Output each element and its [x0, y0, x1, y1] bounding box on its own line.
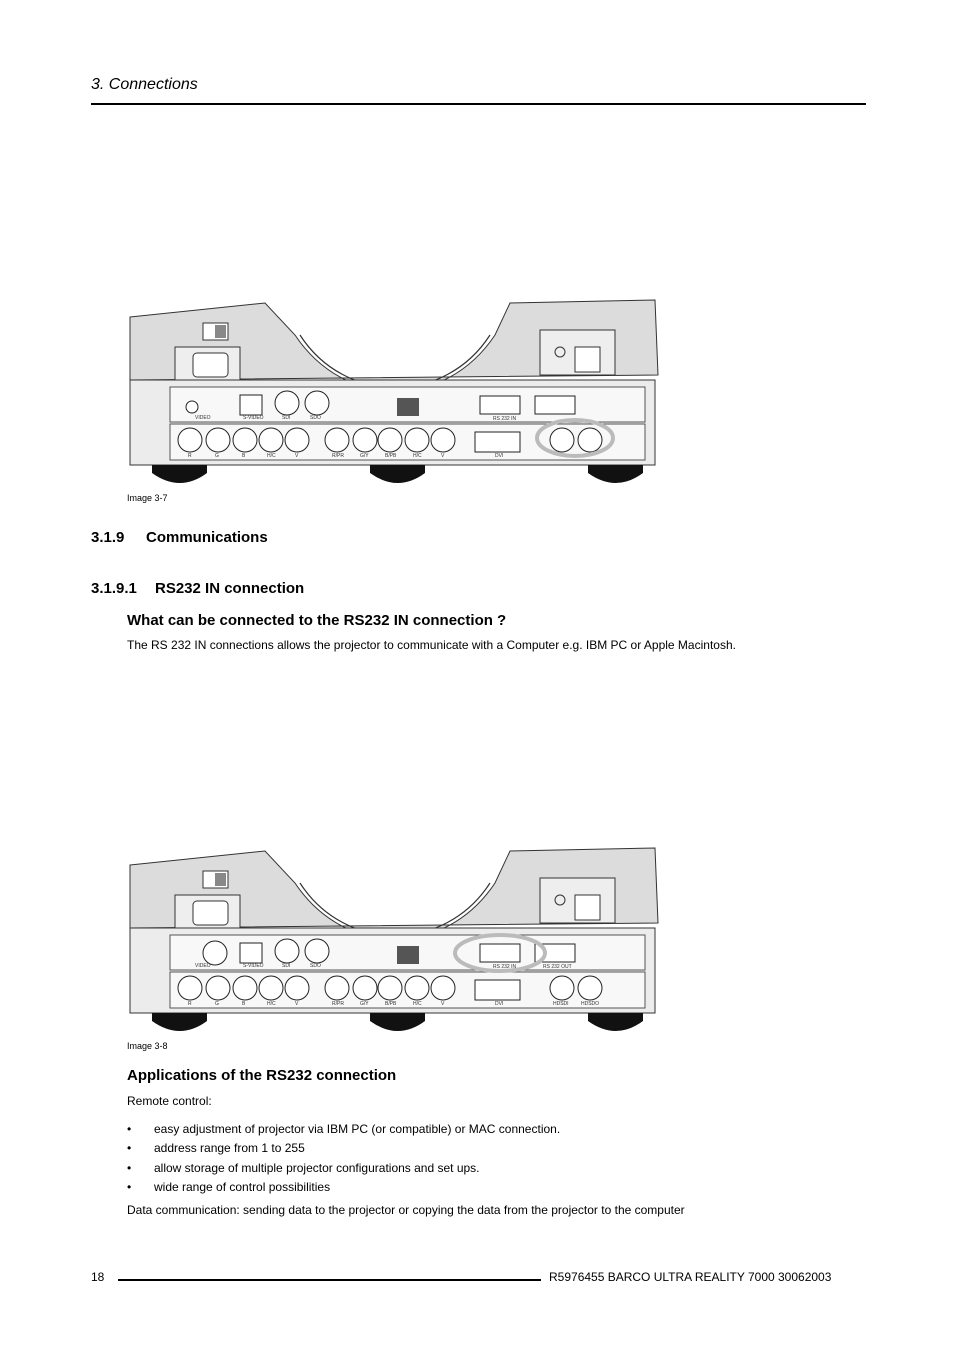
subsection-title: RS232 IN connection [155, 580, 305, 597]
list-item: • address range from 1 to 255 [127, 1140, 560, 1159]
data-communication-paragraph: Data communication: sending data to the … [127, 1203, 685, 1217]
svg-text:RS 232 IN: RS 232 IN [493, 416, 516, 422]
svg-text:B: B [242, 1001, 246, 1007]
svg-text:V: V [295, 1001, 299, 1007]
intro-paragraph: The RS 232 IN connections allows the pro… [127, 638, 736, 652]
bullet-glyph: • [127, 1141, 132, 1156]
footer-rule [118, 1279, 541, 1281]
subsection-heading: 3.1.9.1 RS232 IN connection [91, 580, 304, 597]
section-heading: 3.1.9 Communications [91, 529, 268, 546]
svg-text:VIDEO: VIDEO [195, 963, 211, 969]
projector-rear-drawing-2: VIDEO S-VIDEO SDI SDO RS 232 IN RS 232 O… [129, 847, 659, 1031]
svg-text:R/PR: R/PR [332, 1001, 344, 1007]
svg-text:R: R [188, 453, 192, 459]
svg-text:G/Y: G/Y [360, 1001, 369, 1007]
svg-text:V: V [441, 1001, 445, 1007]
figure-projector-rear-rs232-in-highlight: VIDEO S-VIDEO SDI SDO RS 232 IN RS 232 O… [125, 843, 660, 1043]
list-item: • easy adjustment of projector via IBM PC… [127, 1121, 560, 1140]
svg-text:SDO: SDO [310, 963, 321, 969]
header-rule [91, 103, 866, 105]
svg-text:H/C: H/C [267, 1001, 276, 1007]
svg-text:B/PB: B/PB [385, 453, 397, 459]
section-number: 3.1.9 [91, 529, 125, 546]
section-title: Communications [146, 529, 268, 546]
remote-control-label: Remote control: [127, 1094, 212, 1108]
bullet-glyph: • [127, 1179, 132, 1194]
subsection-number: 3.1.9.1 [91, 580, 137, 597]
bullet-text: allow storage of multiple projector conf… [154, 1160, 480, 1175]
svg-text:DVI: DVI [495, 453, 503, 459]
svg-text:S-VIDEO: S-VIDEO [243, 415, 264, 421]
question-heading: What can be connected to the RS232 IN co… [127, 612, 507, 629]
svg-text:H/C: H/C [413, 453, 422, 459]
svg-text:VIDEO: VIDEO [195, 415, 211, 421]
svg-text:B/PB: B/PB [385, 1001, 397, 1007]
figure-caption: Image 3-7 [127, 493, 168, 503]
svg-text:G/Y: G/Y [360, 453, 369, 459]
svg-text:SDO: SDO [310, 415, 321, 421]
svg-text:V: V [441, 453, 445, 459]
bullet-list: • easy adjustment of projector via IBM PC… [127, 1121, 560, 1198]
bullet-text: address range from 1 to 255 [154, 1141, 305, 1156]
svg-text:DVI: DVI [495, 1001, 503, 1007]
bullet-text: easy adjustment of projector via IBM PC … [154, 1122, 561, 1136]
svg-text:RS 232 IN: RS 232 IN [493, 964, 516, 970]
svg-text:H/C: H/C [413, 1001, 422, 1007]
figure-caption: Image 3-8 [127, 1041, 168, 1051]
svg-text:B: B [242, 453, 246, 459]
svg-text:S-VIDEO: S-VIDEO [243, 963, 264, 969]
svg-text:HDSDI: HDSDI [553, 1001, 569, 1007]
svg-text:V: V [295, 453, 299, 459]
bullet-glyph: • [127, 1160, 132, 1175]
page-number: 18 [91, 1270, 105, 1284]
footer-doc-info: R5976455 BARCO ULTRA REALITY 7000 300620… [549, 1270, 832, 1284]
svg-text:HDSDO: HDSDO [581, 1001, 599, 1007]
svg-text:R/PR: R/PR [332, 453, 344, 459]
bullet-glyph: • [127, 1122, 132, 1136]
svg-text:R: R [188, 1001, 192, 1007]
list-item: • wide range of control possibilities [127, 1179, 560, 1198]
svg-text:H/C: H/C [267, 453, 276, 459]
svg-text:SDI: SDI [282, 415, 290, 421]
svg-text:G: G [215, 453, 219, 459]
chapter-title: 3. Connections [91, 76, 198, 93]
svg-text:G: G [215, 1001, 219, 1007]
svg-text:SDI: SDI [282, 963, 290, 969]
bullet-text: wide range of control possibilities [154, 1179, 331, 1194]
applications-heading: Applications of the RS232 connection [127, 1067, 397, 1084]
svg-text:RS 232 OUT: RS 232 OUT [543, 964, 572, 970]
list-item: • allow storage of multiple projector con… [127, 1160, 560, 1179]
